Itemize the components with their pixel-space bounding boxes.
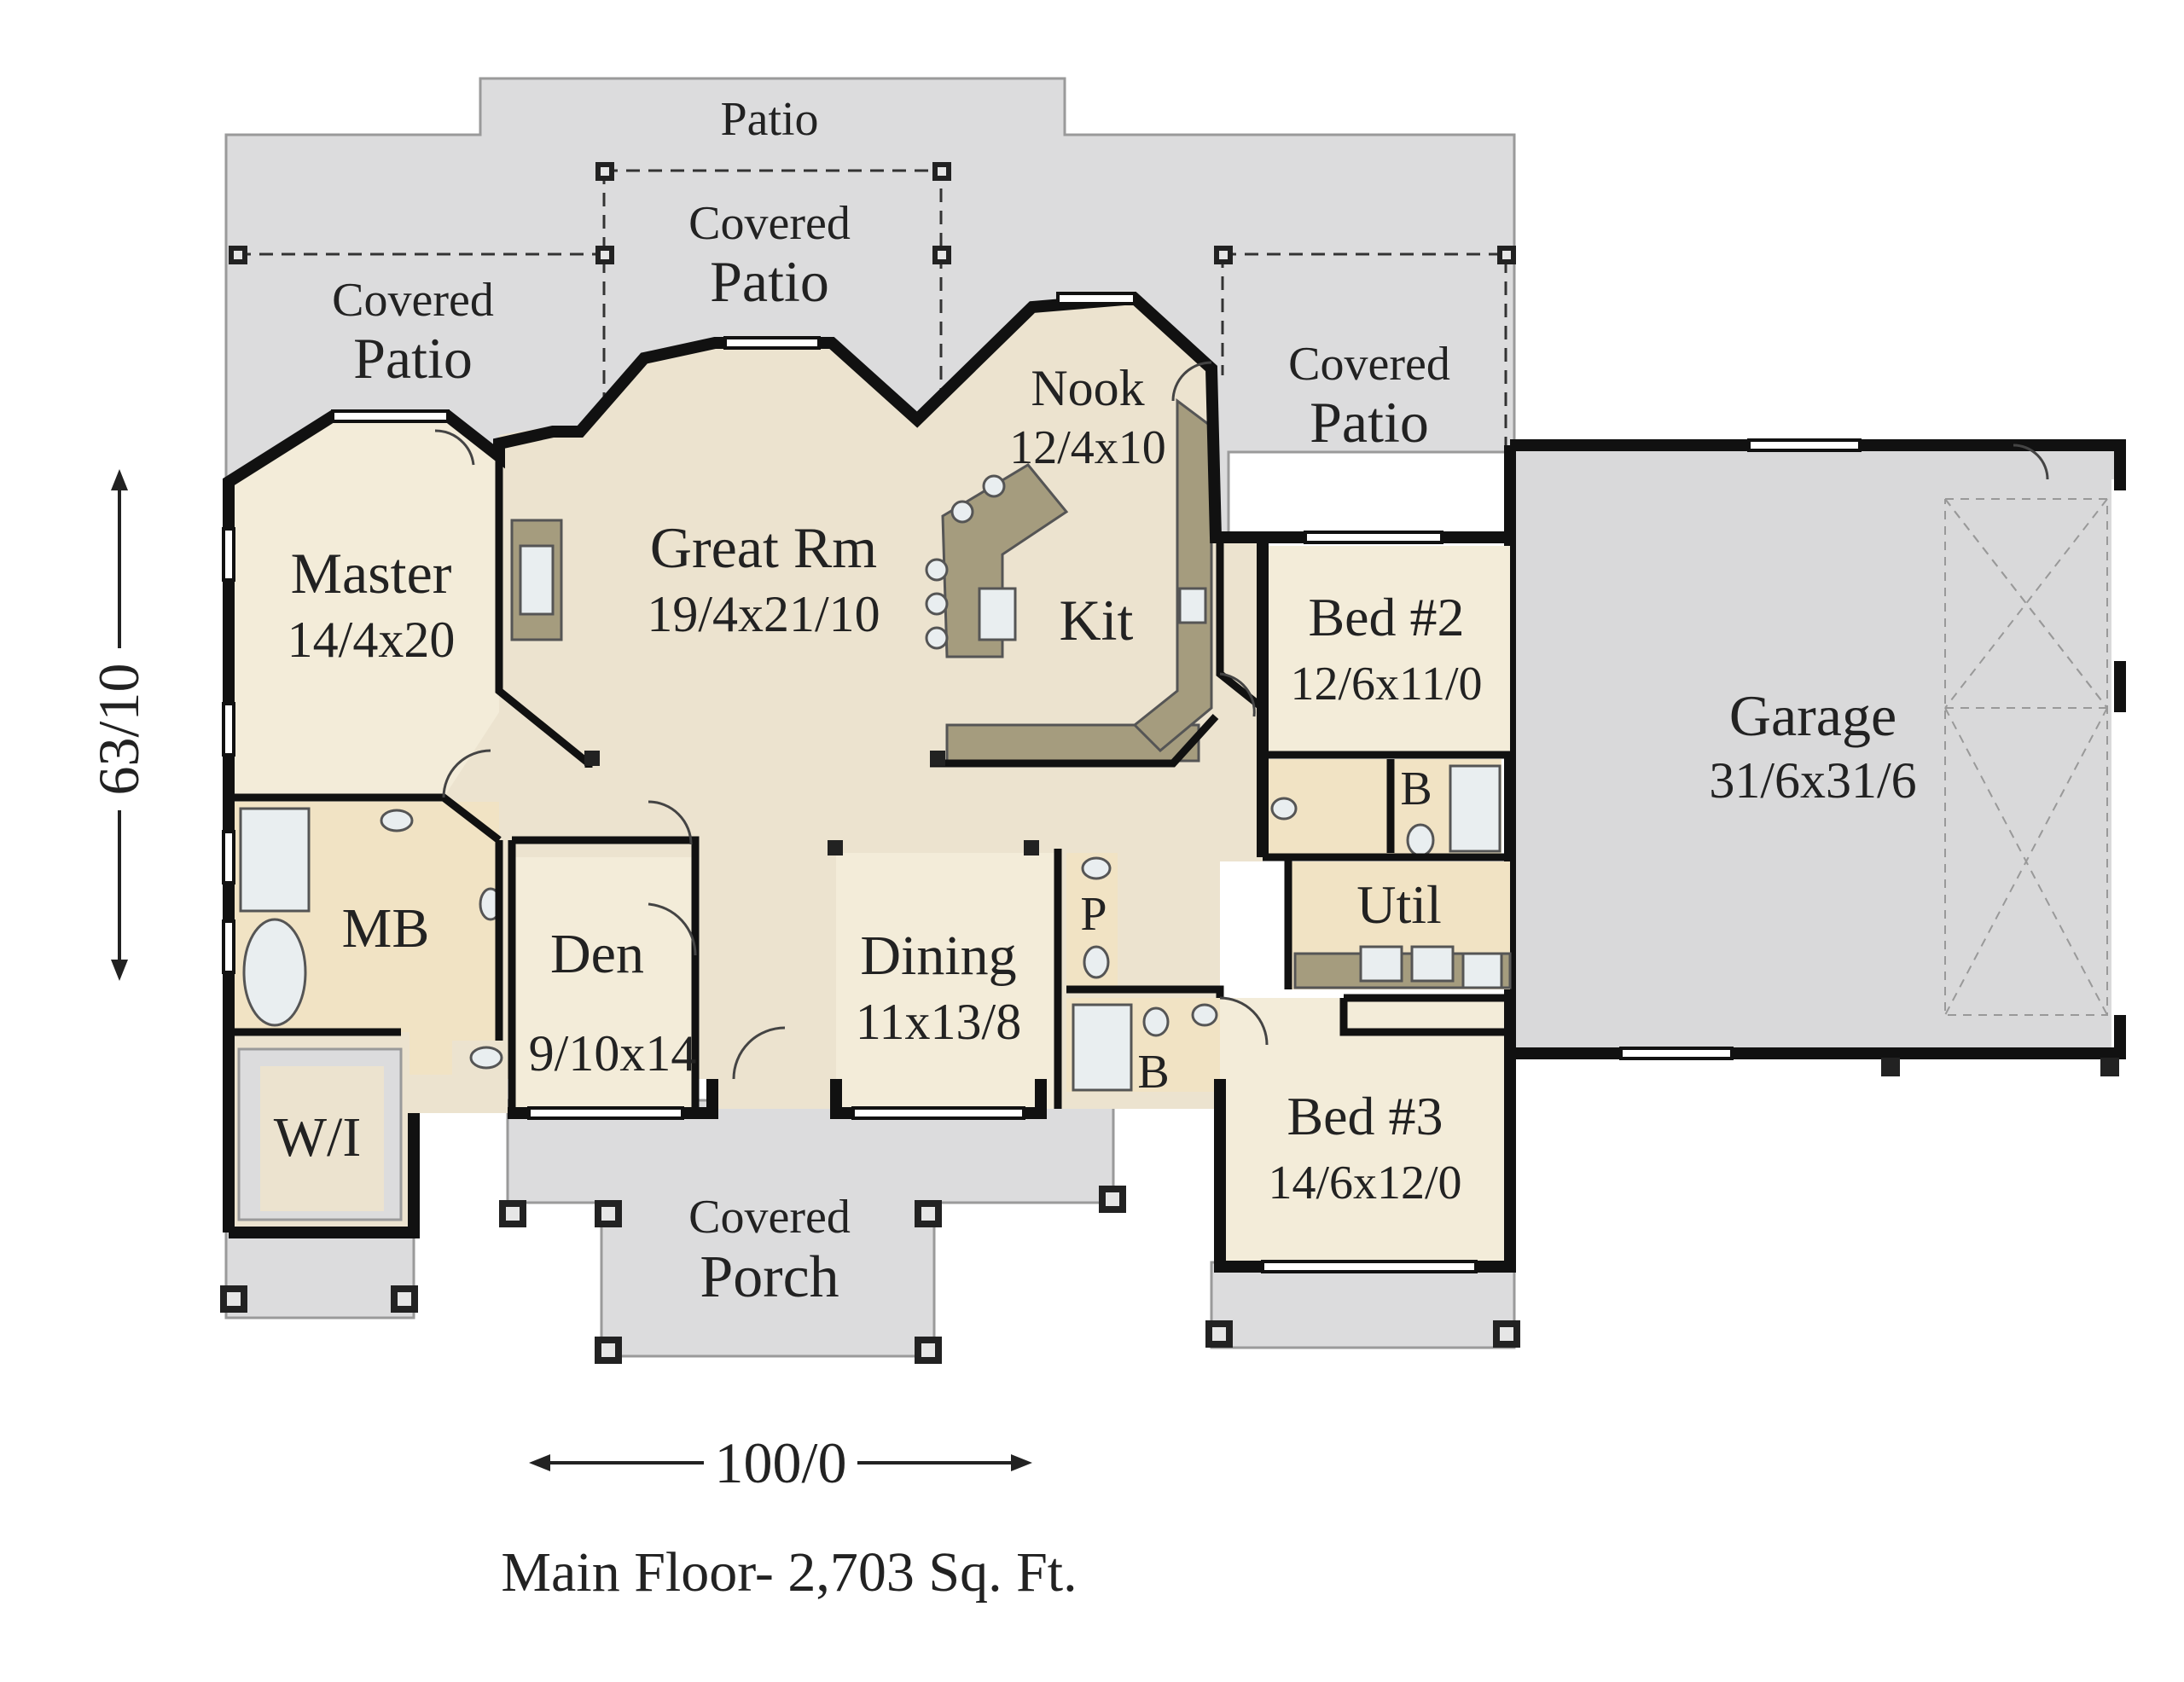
garage-size: 31/6x31/6 [1709,752,1916,809]
bath2-label: B [1400,763,1432,815]
master-size: 14/4x20 [288,612,456,668]
covered-patio-center-line2: Patio [710,249,829,314]
den-name: Den [550,923,644,985]
bed2-size: 12/6x11/0 [1290,658,1482,710]
covered-porch-line1: Covered [688,1191,851,1244]
patio-label: Patio [720,93,818,146]
bed3-name: Bed #3 [1287,1086,1443,1146]
covered-patio-right-line2: Patio [1310,390,1429,455]
covered-porch-line2: Porch [700,1244,839,1310]
walk-in-label: W/I [274,1106,362,1169]
covered-patio-left-line2: Patio [353,326,473,391]
depth-dimension: 63/10 [86,469,151,981]
covered-patio-right-line1: Covered [1288,338,1450,391]
den-size: 9/10x14 [529,1025,697,1082]
porch-areas [224,1099,1516,1358]
garage-name: Garage [1729,683,1896,748]
covered-patio-left-line1: Covered [332,274,494,327]
depth-label: 63/10 [86,664,151,796]
nook-size: 12/4x10 [1009,421,1166,474]
dining-size: 11x13/8 [856,994,1021,1050]
floor-plan-title: Main Floor- 2,703 Sq. Ft. [501,1541,1077,1604]
doors [434,361,2049,1080]
width-dimension: 100/0 [529,1430,1032,1495]
dining-name: Dining [860,925,1016,987]
bath3-label: B [1137,1046,1169,1099]
patio-posts [229,162,1516,264]
kitchen-counters [925,398,1213,763]
porch-posts [220,1186,1520,1364]
master-bath-label: MB [342,897,430,960]
bed2-name: Bed #2 [1308,587,1464,647]
bath-fixtures [239,764,1512,1092]
windows [222,292,1478,1273]
kitchen-name: Kit [1060,588,1134,652]
bed3-size: 14/6x12/0 [1268,1157,1461,1209]
powder-label: P [1080,888,1107,941]
width-label: 100/0 [715,1430,847,1495]
fireplace [510,519,563,641]
master-name: Master [291,541,452,606]
utility-name: Util [1356,874,1442,935]
covered-patio-center-line1: Covered [688,197,851,250]
great-room-size: 19/4x21/10 [647,586,880,642]
room-labels: Patio Covered Patio Covered Patio Covere… [274,93,1917,1310]
nook-name: Nook [1031,360,1144,416]
great-room-name: Great Rm [650,515,877,580]
interior-walls [229,456,1510,1113]
